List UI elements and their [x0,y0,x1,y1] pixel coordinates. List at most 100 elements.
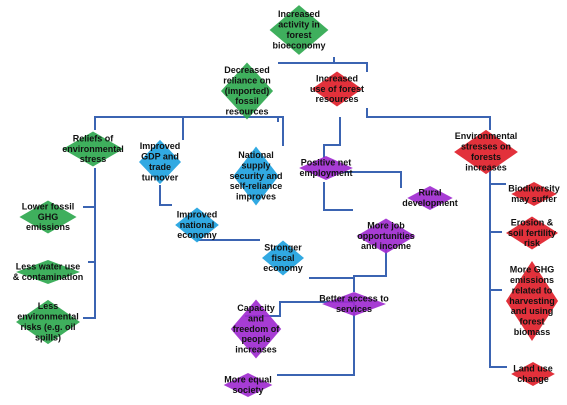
node-label-line: Improved [140,141,181,151]
connector-line [159,185,172,206]
node-label-line: Environmental [455,131,518,141]
node-label-line: development [402,198,458,208]
node-label-line: turnover [142,172,179,182]
node-label-line: trade [149,162,171,172]
connector-lines [83,57,507,376]
node-label-line: GHG [38,212,59,222]
node-shape [230,299,282,359]
connector-line [353,248,387,292]
node-label-line: National [238,150,274,160]
node-label-line: Reliefs of [73,133,115,143]
node-label-line: Increased [316,73,358,83]
node-shape [62,131,124,167]
node-label-line: forest [286,30,311,40]
node-label-line: risk [524,238,541,248]
node-label-line: fiscal [271,253,294,263]
node-label-line: Improved [177,209,218,219]
node-label-line: self-reliance [230,181,283,191]
node-label-line: Positive net [301,158,352,168]
node-label-line: security and [229,171,282,181]
node-label-line: Land use [513,364,553,374]
node-label-line: economy [177,230,217,240]
node-shape [511,182,557,206]
node-label-line: environmental [17,312,79,322]
node-label-line: fossil [235,96,259,106]
connector-line [183,116,284,146]
node-label-line: forests [471,152,501,162]
node-label-line: (imported) [225,86,270,96]
node-shape [19,200,77,234]
node-label-line: related to [512,285,553,295]
node-label-line: society [232,385,263,395]
node-label-line: Erosion & [511,217,554,227]
node-label-line: harvesting [509,296,555,306]
node-label-line: increases [235,345,277,355]
node-label-line: Less water use [16,262,81,272]
node-shape [511,362,555,386]
node-label-line: change [517,374,549,384]
node-shape [322,292,386,316]
node-label-line: stress [80,154,107,164]
node-label-line: Less [38,301,59,311]
node-label-line: Better access to [319,294,389,304]
node-label-line: emissions [510,275,554,285]
node-shape [233,146,279,206]
connector-line [334,62,368,72]
node-label-line: Rural [418,188,441,198]
node-label-line: bioeconomy [272,40,325,50]
node-label-line: resources [315,94,358,104]
connector-line [489,164,507,368]
node-label-line: More equal [224,375,272,385]
node-label-line: risks (e.g. oil [20,322,75,332]
connector-line [366,108,491,130]
node-label-line: Lower fossil [22,201,75,211]
node-label-line: and using [511,306,554,316]
node-shape [16,260,80,284]
node-label-line: Capacity [237,303,275,313]
node-label-line: and income [361,241,411,251]
node-label-line: & contamination [13,272,84,282]
node-label-line: Increased [278,9,320,19]
node-shape [269,5,329,55]
node-label-line: stresses on [461,142,511,152]
node-label-line: Decreased [224,65,270,75]
node-shape [299,156,353,180]
node-label-line: emissions [26,222,70,232]
connector-line [323,117,341,158]
node-label-line: and [248,313,264,323]
node-label-line: economy [263,263,303,273]
node-label-line: soil fertility [508,228,556,238]
node-label-line: services [336,304,372,314]
node-label-line: GDP and [141,152,179,162]
node-label-line: Biodiversity [508,184,560,194]
connector-line [277,302,355,376]
